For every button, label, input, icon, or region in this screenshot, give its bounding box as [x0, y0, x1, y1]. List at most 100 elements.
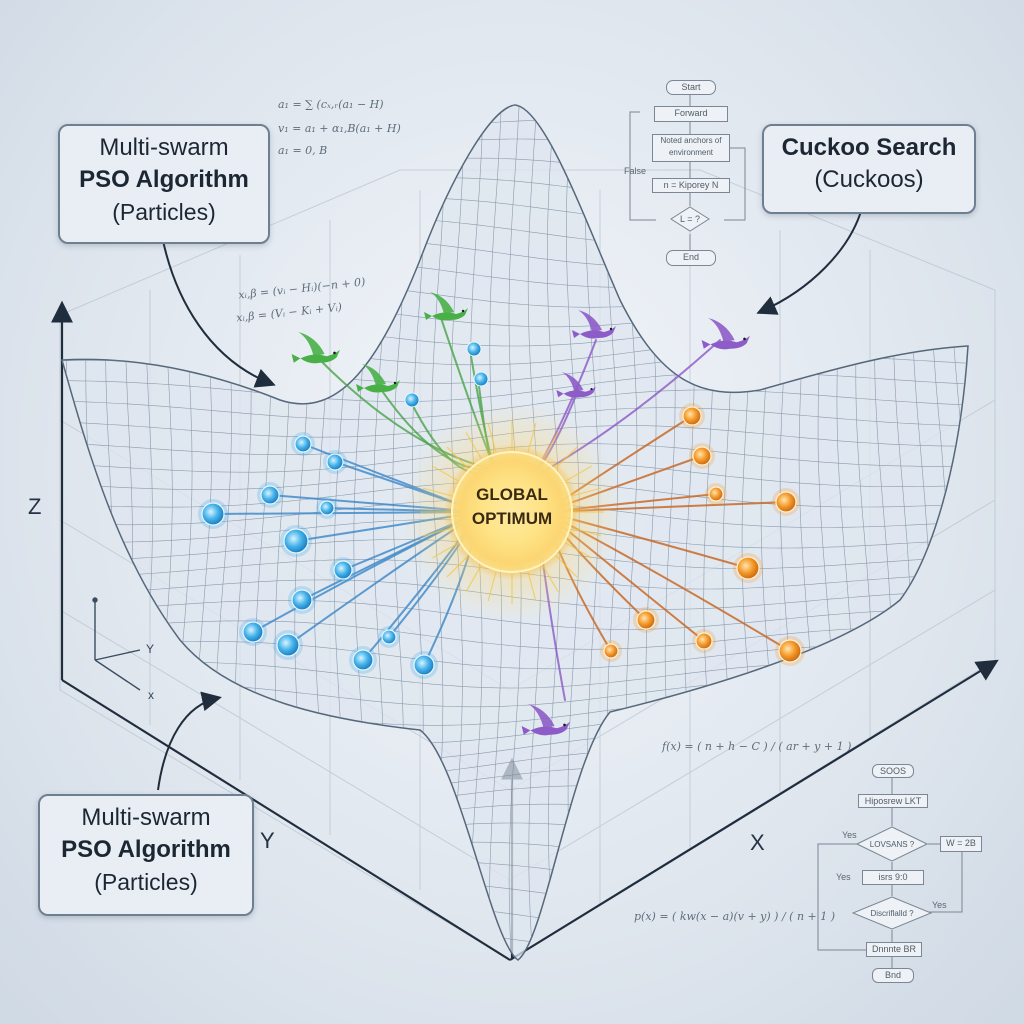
green-bird — [424, 292, 468, 321]
blue-particle — [333, 560, 353, 580]
blue-particle — [319, 500, 335, 516]
flowchart-top-box4: n = Kiporey N — [652, 178, 730, 193]
bird-tail — [572, 330, 580, 338]
flowchart-bottom-end: Bnd — [872, 968, 914, 983]
bird-body — [580, 326, 616, 339]
bird-wing — [430, 292, 454, 314]
callout-arrows — [157, 207, 863, 791]
flowchart-bottom-connectors — [817, 776, 963, 968]
blue-particle — [404, 392, 420, 408]
callout-cuckoo: Cuckoo Search (Cuckoos) — [762, 124, 976, 214]
blue-particle — [352, 649, 374, 671]
diamond-shape — [670, 206, 710, 232]
blue-particle — [260, 485, 280, 505]
bird-wing — [528, 704, 555, 729]
bird-tail — [356, 384, 364, 392]
equation-top-1: a₁ = ∑ (cₓ,ᵣ(a₁ − H) — [278, 98, 384, 111]
blue-particle — [294, 435, 312, 453]
orange-particle — [695, 632, 713, 650]
flowchart-top-connectors — [629, 94, 746, 250]
blue-particle — [201, 502, 225, 526]
global-optimum-line2: OPTIMUM — [471, 509, 553, 528]
callout-line: PSO Algorithm — [61, 836, 231, 863]
purple-bird — [556, 372, 596, 398]
flowchart-top-start: Start — [666, 80, 716, 95]
flowchart-bottom-box-right: W = 2B — [940, 836, 982, 852]
mesh-line — [62, 600, 968, 630]
orange-particle — [682, 406, 702, 426]
callout-line: PSO Algorithm — [79, 166, 249, 193]
bird-eye — [461, 309, 465, 313]
flowchart-top-diamond-text: L = ? — [680, 214, 700, 224]
z-axis-label: Z — [28, 494, 42, 519]
mini-y-label: Y — [146, 642, 155, 656]
bird-eye — [743, 337, 746, 341]
equation-top-3: a₁ = 0, B — [278, 144, 328, 157]
bird-tail — [521, 726, 531, 735]
blue-particle — [276, 633, 300, 657]
blue-particle — [291, 589, 313, 611]
bird-wing — [708, 318, 735, 343]
mesh-line — [40, 963, 990, 991]
blue-particle — [473, 371, 489, 387]
green-bird — [356, 364, 400, 393]
flowchart-bottom-yes-mid: Yes — [836, 872, 851, 882]
flowchart-bottom-diamond2-text: Discriflalld ? — [870, 909, 914, 918]
blue-particle — [413, 654, 435, 676]
flowchart-top-false-label: False — [624, 166, 647, 176]
purple-bird — [521, 704, 570, 736]
orange-particle — [636, 610, 656, 630]
flowchart-top-box3: Noted anchors of environment — [652, 134, 730, 162]
blue-particle — [466, 341, 482, 357]
flowchart-bottom-box1: Hiposrew LKT — [858, 794, 928, 808]
equation-top-2: v₁ = a₁ + α₁,B(a₁ + H) — [278, 122, 401, 135]
bird-body — [563, 386, 596, 398]
particles — [198, 341, 805, 679]
bird-body — [710, 335, 750, 350]
bird-eye — [563, 723, 566, 727]
callout-line: Multi-swarm — [81, 804, 211, 831]
purple-bird — [572, 310, 616, 339]
y-axis-label: Y — [260, 828, 275, 853]
flowchart-top-end: End — [666, 250, 716, 266]
bird-tail — [556, 390, 564, 398]
callout-line: Cuckoo Search — [781, 134, 957, 161]
bird-wing — [362, 364, 386, 386]
bird-body — [432, 308, 468, 321]
orange-particle — [778, 639, 802, 663]
callout-pso-bottom: Multi-swarm PSO Algorithm (Particles) — [38, 794, 254, 916]
equation-right-1: f(x) = ( n + h − C ) / ( ar + y + 1 ) — [662, 740, 852, 753]
bird-eye — [590, 388, 593, 391]
bird-eye — [609, 327, 613, 331]
mini-axis-indicator — [92, 597, 141, 691]
callout-pso-top: Multi-swarm PSO Algorithm (Particles) — [58, 124, 270, 244]
purple-bird — [701, 318, 750, 350]
orange-particle — [692, 446, 712, 466]
blue-particle — [326, 453, 344, 471]
callout-line: Multi-swarm — [99, 134, 229, 161]
bird-tail — [701, 340, 711, 349]
global-optimum-label: GLOBAL OPTIMUM — [450, 483, 574, 531]
x-axis-label: X — [750, 830, 765, 855]
bird-tail — [291, 354, 301, 363]
flowchart-bottom-diamond1-text: LOVSANS ? — [869, 840, 915, 849]
callout-line: (Cuckoos) — [814, 166, 924, 193]
callout-line: (Particles) — [94, 869, 198, 895]
flowchart-bottom-box3: Dnnnte BR — [866, 942, 922, 957]
global-optimum-line1: GLOBAL — [476, 485, 548, 504]
bird-wing — [298, 332, 325, 357]
flowchart-bottom-diamond2: Discriflalld ? — [852, 896, 932, 930]
equation-right-2: p(x) = ( kw(x − a)(v + y) ) / ( n + 1 ) — [634, 910, 836, 923]
orange-particle — [708, 486, 724, 502]
mesh-line — [986, 90, 1015, 980]
global-optimum-core — [451, 451, 573, 573]
orange-particle — [736, 556, 760, 580]
bird-tail — [424, 312, 432, 320]
blue-particle — [283, 528, 309, 554]
diamond-shape — [852, 896, 932, 930]
orange-particle — [603, 643, 619, 659]
bird-body — [530, 721, 570, 736]
callout-line: (Particles) — [112, 199, 216, 225]
diamond-shape — [856, 826, 928, 862]
